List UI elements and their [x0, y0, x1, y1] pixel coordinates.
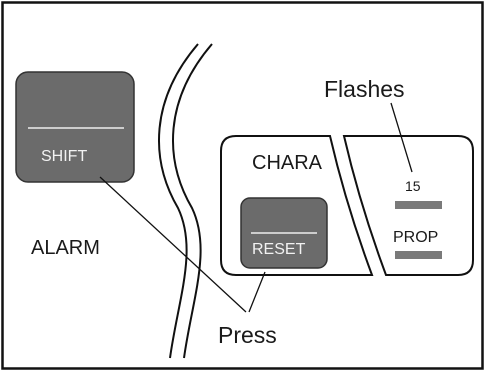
chara-group-box	[220, 135, 374, 276]
reset-key-label: RESET	[252, 241, 306, 258]
break-line-right	[172, 43, 213, 359]
channel-indicator-bar	[395, 201, 442, 209]
press-leader-line-shift	[99, 176, 247, 313]
press-callout: Press	[218, 322, 277, 348]
channel-group-box	[342, 135, 474, 276]
prop-indicator-bar	[395, 251, 442, 259]
channel-number: 15	[405, 178, 421, 194]
flashes-callout: Flashes	[324, 76, 405, 102]
flashes-leader-line	[390, 102, 413, 173]
break-line-left	[158, 43, 199, 359]
chara-label: CHARA	[252, 152, 323, 174]
press-leader-line-reset	[248, 271, 266, 313]
shift-key-label: SHIFT	[41, 148, 88, 165]
shift-key	[15, 71, 135, 183]
prop-label: PROP	[393, 229, 439, 246]
alarm-label: ALARM	[31, 237, 100, 259]
